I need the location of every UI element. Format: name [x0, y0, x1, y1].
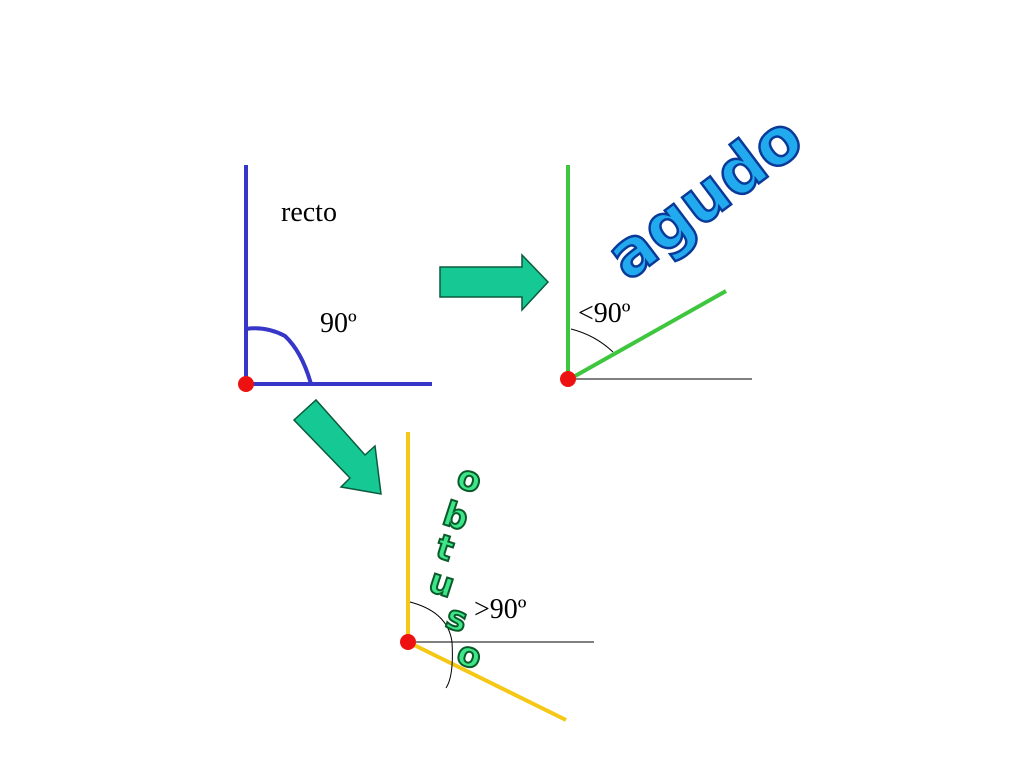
obtuse-angle-slanted-ray — [407, 640, 567, 722]
acute-angle-figure: <90º agudo — [560, 99, 818, 387]
acute-angle-slanted-ray — [567, 289, 727, 382]
arrow-right-to-acute — [439, 253, 550, 312]
acute-angle-arc — [570, 328, 614, 353]
arrow-right-to-obtuse — [292, 398, 382, 495]
obtuse-angle-name-wordart: o b t u s o — [423, 456, 488, 679]
right-angle-name-label: recto — [281, 197, 337, 228]
right-angle-arc — [245, 326, 313, 385]
obtuse-angle-arc — [409, 601, 453, 689]
obtuse-letter: b — [438, 494, 474, 540]
acute-angle-measure-label: <90º — [578, 298, 631, 329]
right-angle-vertex-dot — [238, 376, 254, 392]
obtuse-angle-vertex-dot — [400, 634, 416, 650]
obtuse-angle-measure-label: >90º — [474, 594, 527, 625]
obtuse-angle-figure: >90º o b t u s o — [400, 432, 594, 722]
right-angle-figure: recto 90º — [238, 165, 432, 392]
acute-angle-name-wordart: agudo — [593, 101, 817, 295]
right-angle-measure-label: 90º — [320, 308, 357, 339]
acute-angle-vertex-dot — [560, 371, 576, 387]
